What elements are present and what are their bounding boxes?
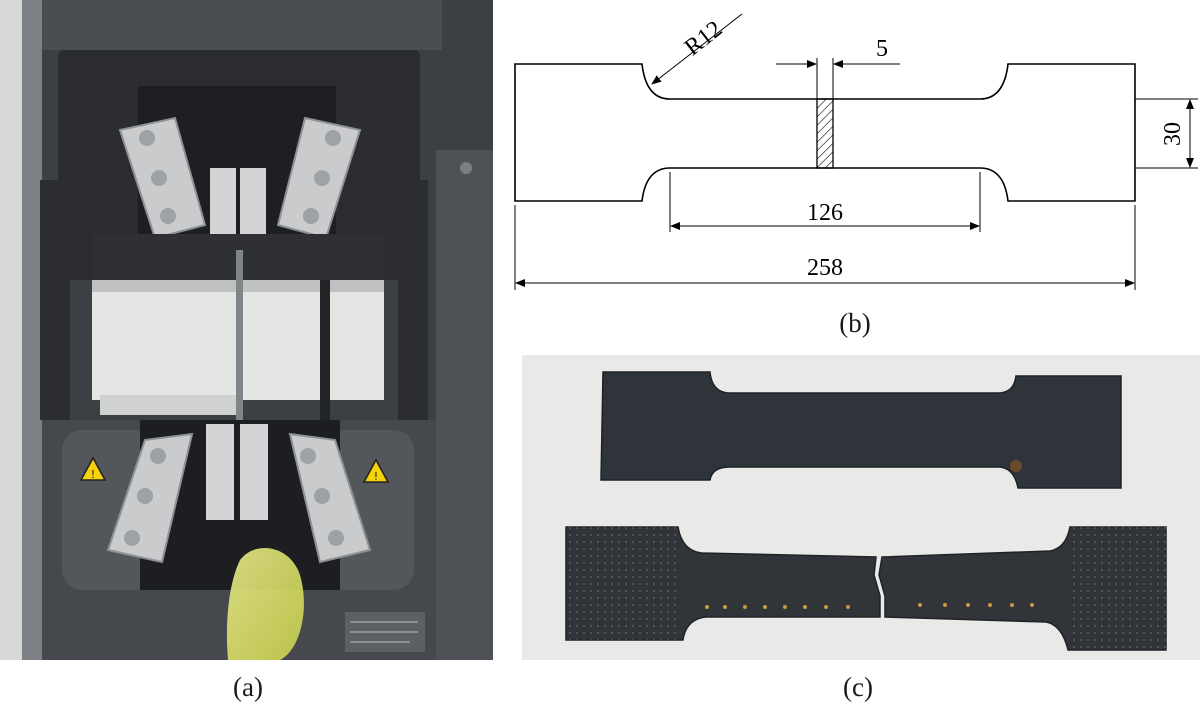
dim-width: 30 (1160, 122, 1186, 146)
specimen-outline (514, 63, 1136, 202)
panel-c-label: (c) (843, 672, 873, 702)
panel-c-photo (522, 355, 1200, 660)
dim-total-length: 258 (807, 255, 843, 281)
intact-specimen (600, 371, 1122, 489)
dim-radius: R12 (680, 16, 728, 61)
dim-weld-width: 5 (876, 36, 888, 62)
lower-right-grip-plate (288, 432, 372, 564)
panel-b-label: (b) (839, 308, 870, 338)
panel-a-photo: ! ! (0, 0, 493, 660)
upper-left-grip-plate (118, 116, 207, 240)
hazard-warning-icon: ! (362, 458, 390, 483)
panel-a-label: (a) (233, 672, 263, 702)
lower-left-grip-plate (106, 432, 194, 564)
panel-b-drawing: 5 R12 30 126 258 (514, 13, 1198, 290)
dim-gauge-length: 126 (807, 200, 843, 226)
weld-zone (816, 98, 834, 169)
svg-text:!: ! (374, 470, 378, 483)
hazard-warning-icon: ! (79, 456, 107, 481)
svg-text:!: ! (91, 468, 95, 481)
